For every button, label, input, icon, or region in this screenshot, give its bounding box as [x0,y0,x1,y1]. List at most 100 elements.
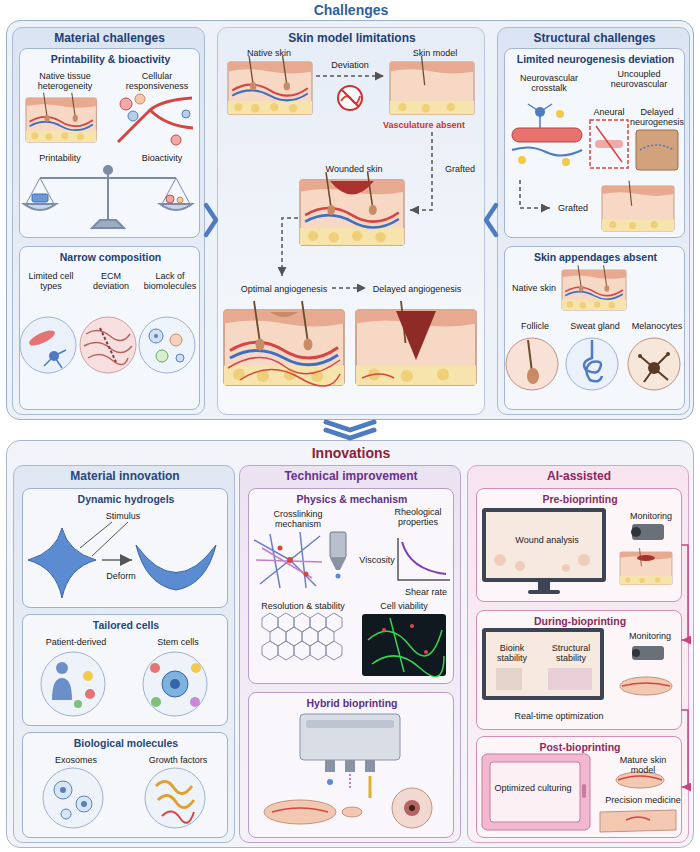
stem-cell-icon [150,663,160,673]
box-heading: Pre-bioprinting [477,493,683,505]
patient-derived-icon [41,652,105,716]
figure-label: Lack of biomolecules [141,271,199,292]
hydrogel-figure [136,545,216,590]
mature-skin-figure [600,810,676,832]
cell-response-figure [135,94,145,104]
patient-derived-icon [83,671,93,681]
panel-heading: Structural challenges [498,32,691,46]
ecm-icon [84,330,132,364]
biomolecule-icon [176,354,184,362]
native-skin-figure [228,56,312,115]
box-heading: Dynamic hydrogels [23,493,229,505]
crosslink-network [256,548,322,578]
exosome-icon [76,796,92,812]
uncoupled-figure [595,140,623,148]
figure-label: Crosslinking mechanism [253,509,343,530]
biomolecule-icon [139,317,195,373]
uncoupled-figure [640,145,674,150]
uncoupled-figure [590,120,628,168]
section-panel: Skin model limitationsNative skinDeviati… [217,27,485,415]
growth-factor-icon [145,768,205,828]
appendage-skin-figure [562,265,626,310]
wounded-skin-figure [300,172,404,245]
during-camera [622,683,670,686]
nozzle-icon [330,532,346,579]
balance-figure [40,177,176,179]
category-box: Tailored cellsPatient-derivedStem cells [22,614,228,726]
figure-label: Skin model [390,48,480,58]
pre-monitor [538,582,550,590]
hybrid-printer-figure [264,800,336,824]
category-box: Hybrid bioprinting [248,692,454,838]
figure-label: Stimulus [95,511,151,521]
vasculature-absent-icon [342,90,358,106]
hybrid-printer-figure [404,800,420,816]
incubator-figure [490,762,580,822]
column-heading: Material innovation [14,470,236,484]
pre-monitor [482,508,606,594]
chevron-arrow [486,205,496,235]
figure-label: Native skin [507,283,561,293]
deviation-arrow [316,75,384,77]
figure-label: Rheological properties [381,507,455,528]
category-box: Skin appendages absentNative skinFollicl… [504,246,685,410]
stem-cell-icon [170,679,180,689]
figure-label: Stem cells [133,637,223,647]
hybrid-printer-figure [306,720,394,728]
delayed-angiogenesis-figure [356,301,476,385]
chevron-arrow [326,422,374,438]
cell-response-figure [120,98,132,110]
neurovascular-figure [528,104,552,128]
patient-derived-icon [52,678,72,700]
during-camera [620,677,672,695]
box-heading: Skin appendages absent [505,251,686,263]
balance-figure [24,166,192,228]
column-panel: Material innovationDynamic hydrogelsStim… [13,465,235,843]
rheology-plot [398,538,450,580]
delayed-angiogenesis-figure [362,374,394,378]
patient-derived-icon [85,689,95,699]
panel-heading: Material challenges [13,32,206,46]
figure-label: Deform [99,571,143,581]
column-heading: AI-assisted [468,470,690,484]
during-monitor [482,628,604,700]
hybrid-printer-figure [325,760,335,772]
biomolecule-icon [170,334,182,346]
resolution-grid [262,613,342,632]
category-box: Dynamic hydrogelsStimulusDeform [22,488,228,608]
resolution-grid [270,627,334,646]
cell-viability-image [368,618,444,677]
nozzle-icon [336,574,341,579]
cell-viability-image [410,624,414,628]
cell-types-icon [20,317,76,373]
native-tissue-figure [26,93,96,142]
skin-model-figure [390,56,474,115]
pre-camera [620,548,672,584]
challenges-panel: ChallengesMaterial challengesPrintabilit… [6,20,694,420]
optimal-angiogenesis-figure [228,357,340,386]
ecm-icon [80,317,136,373]
figure-label: Exosomes [31,755,121,765]
box-heading: Narrow composition [20,251,201,263]
pre-monitor [528,590,560,594]
box-heading: Limited neurogenesis deviation [505,53,686,65]
hydrogel-figure [80,522,128,556]
growth-factor-icon [162,811,194,822]
figure-label: Melanocytes [629,321,685,331]
crosslink-network [278,546,283,551]
during-camera [632,649,640,657]
balance-figure [26,178,190,204]
figure-label: Uncoupled neurovascular [595,69,683,90]
screen-label: Optimized culturing [493,783,573,793]
figure-label: Delayed neurogenesis [629,107,685,128]
pre-monitor [482,508,606,582]
balance-figure [24,204,56,210]
exosome-icon [54,781,72,799]
biomolecule-icon [149,329,163,343]
resolution-grid [262,613,342,660]
patient-derived-icon [41,652,105,716]
skin-model-figure [390,56,474,115]
optimal-angiogenesis-figure [224,301,344,385]
hybrid-printer-figure [342,807,362,817]
native-skin-figure [228,56,312,115]
